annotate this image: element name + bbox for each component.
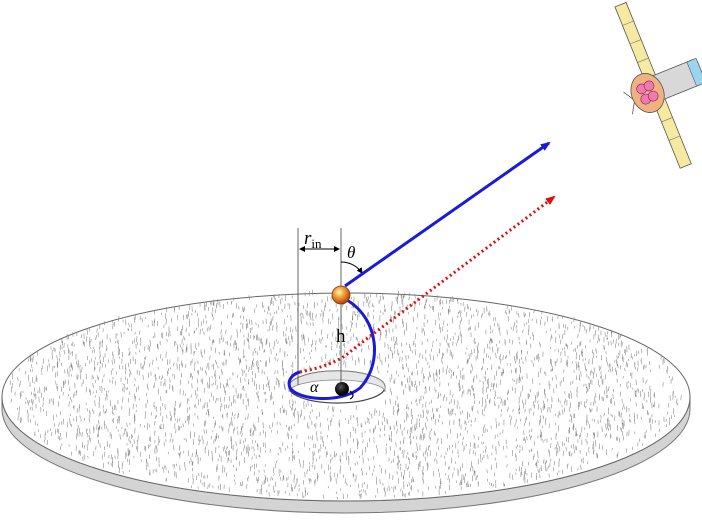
theta-arc xyxy=(340,261,363,274)
x-ray-source xyxy=(331,285,351,305)
disk-texture-strokes xyxy=(10,289,682,500)
inner-hole-wall xyxy=(288,370,386,393)
disk-texture xyxy=(10,289,682,500)
black-hole xyxy=(335,382,349,396)
reflected-ray xyxy=(299,195,556,374)
theta-label: θ xyxy=(347,243,355,262)
alpha-label: α xyxy=(310,379,319,396)
direct-ray xyxy=(344,141,551,288)
satellite-icon xyxy=(614,1,702,169)
h-label: h xyxy=(336,326,346,347)
r-in-label: rin xyxy=(304,228,322,251)
light-bending-path xyxy=(287,298,376,400)
accretion-disk xyxy=(1,289,691,514)
spin-arrow xyxy=(349,390,354,400)
